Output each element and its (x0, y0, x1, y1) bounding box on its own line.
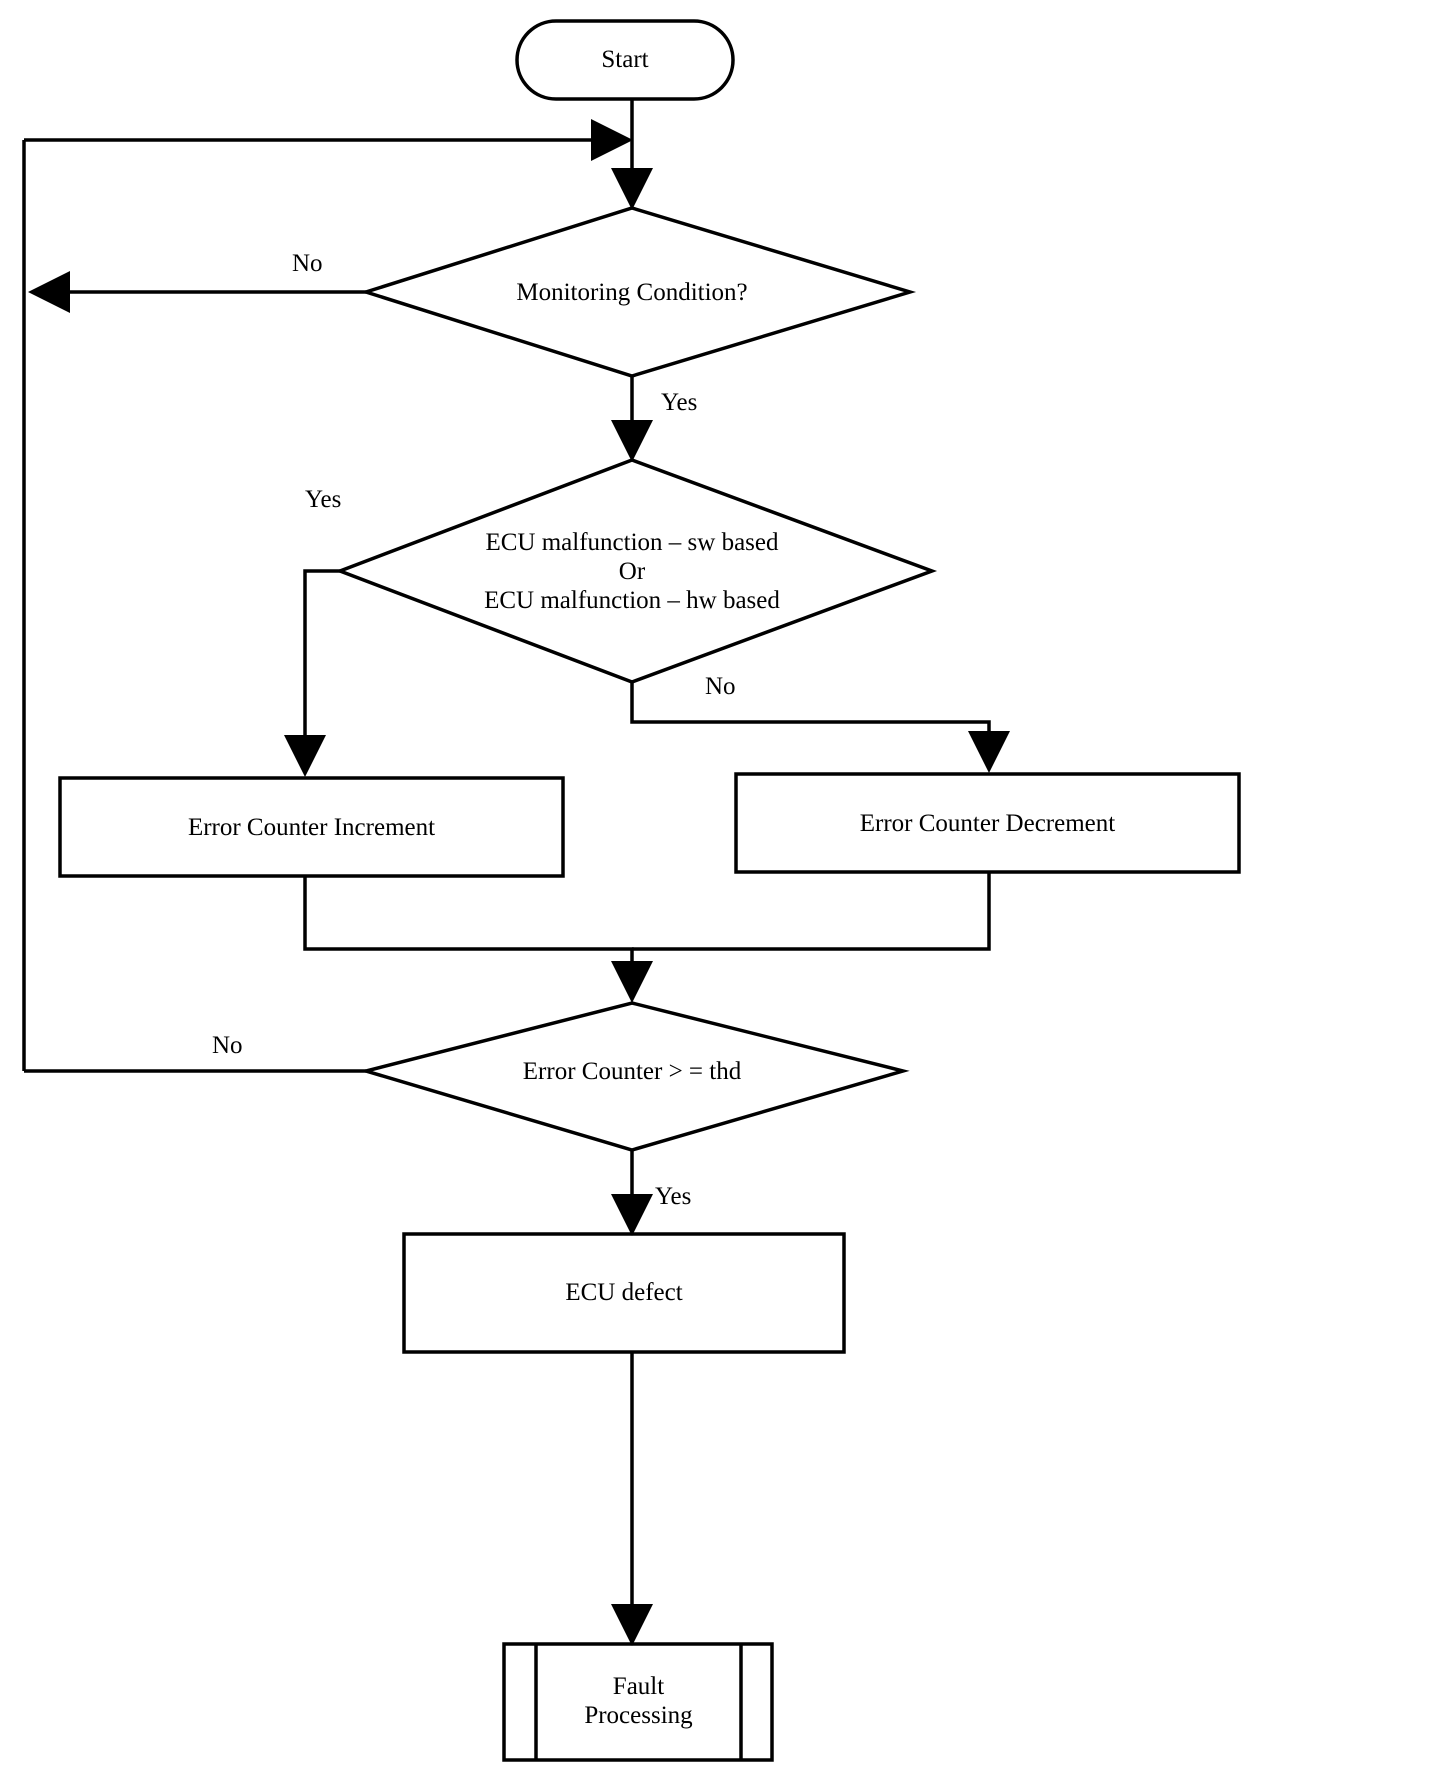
node-counter-decrement[interactable] (736, 774, 1239, 872)
node-monitoring-condition[interactable] (366, 208, 910, 376)
edge-label-malfunction-yes: Yes (305, 486, 342, 513)
node-counter-increment-shape[interactable] (58, 776, 565, 878)
node-counter-decrement-shape[interactable] (734, 772, 1241, 874)
edge-label-monitoring-yes: Yes (661, 389, 698, 416)
edge-label-monitoring-no: No (292, 250, 323, 277)
node-malfunction-check[interactable] (340, 460, 932, 682)
edge-label-malfunction-no: No (705, 673, 736, 700)
node-counter-increment[interactable] (60, 778, 563, 876)
node-fault-processing[interactable] (504, 1644, 772, 1760)
node-start-shape[interactable] (515, 19, 735, 101)
node-threshold-check[interactable] (366, 1003, 903, 1150)
connector-malfunction-yes (284, 569, 340, 777)
node-start[interactable] (517, 21, 733, 99)
connector-decrement-to-threshold (632, 872, 991, 951)
connector-malfunction-no (630, 682, 1010, 773)
edge-label-threshold-yes: Yes (655, 1183, 692, 1210)
node-fault-processing-shape[interactable] (502, 1642, 774, 1762)
connector-increment-to-threshold (303, 876, 653, 1003)
node-ecu-defect[interactable] (404, 1234, 844, 1352)
edge-label-threshold-no: No (212, 1032, 243, 1059)
